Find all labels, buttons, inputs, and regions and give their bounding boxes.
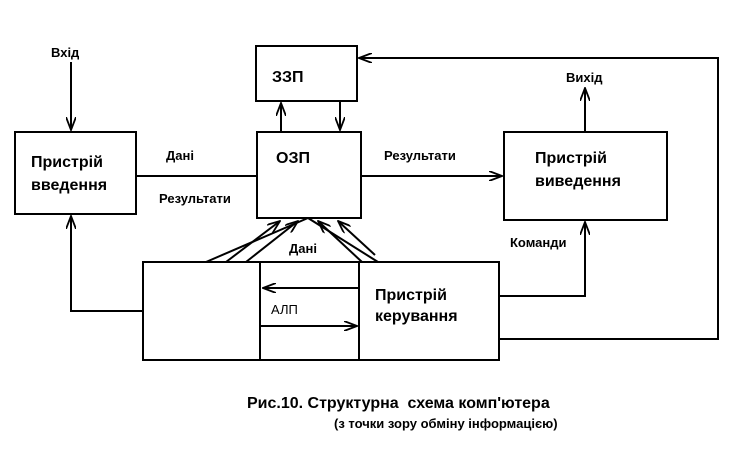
input-device-label-line1: Пристрій <box>31 154 103 171</box>
processor-to-ozp-arrow-2 <box>245 221 298 263</box>
ozp-box <box>256 131 362 219</box>
control-to-zzp-loop-arrow <box>359 58 719 340</box>
control-unit-label-line2: керування <box>375 308 458 325</box>
processor-box <box>142 261 500 361</box>
processor-to-ozp-arrow-1 <box>225 221 280 263</box>
data-in-edge-label: Дані <box>166 148 194 163</box>
output-device-box <box>503 131 668 221</box>
zzp-label: ЗЗП <box>272 69 304 86</box>
output-edge-label: Вихід <box>566 70 603 85</box>
commands-edge-label: Команди <box>510 235 566 250</box>
ozp-label: ОЗП <box>276 150 310 167</box>
processor-to-ozp-arrow-3 <box>318 221 363 263</box>
input-edge-label: Вхід <box>51 45 80 60</box>
processor-to-ozp-arrow-4 <box>338 221 376 256</box>
input-device-label-line2: введення <box>31 177 107 194</box>
control-unit-label-line1: Пристрій <box>375 287 447 304</box>
output-device-label-line2: виведення <box>535 173 621 190</box>
zzp-box <box>255 45 358 102</box>
figure-caption-title: Рис.10. Структурна схема комп'ютера <box>247 395 550 412</box>
commands-arrow <box>499 222 585 297</box>
input-device-box <box>14 131 137 215</box>
output-device-label-line1: Пристрій <box>535 150 607 167</box>
figure-caption-subtitle: (з точки зору обміну інформацією) <box>334 416 558 431</box>
data-cpu-edge-label: Дані <box>289 241 317 256</box>
results-back-edge-label: Результати <box>159 191 231 206</box>
results-out-edge-label: Результати <box>384 148 456 163</box>
alu-label: АЛП <box>271 302 298 317</box>
control-to-input-arrow <box>71 216 143 312</box>
